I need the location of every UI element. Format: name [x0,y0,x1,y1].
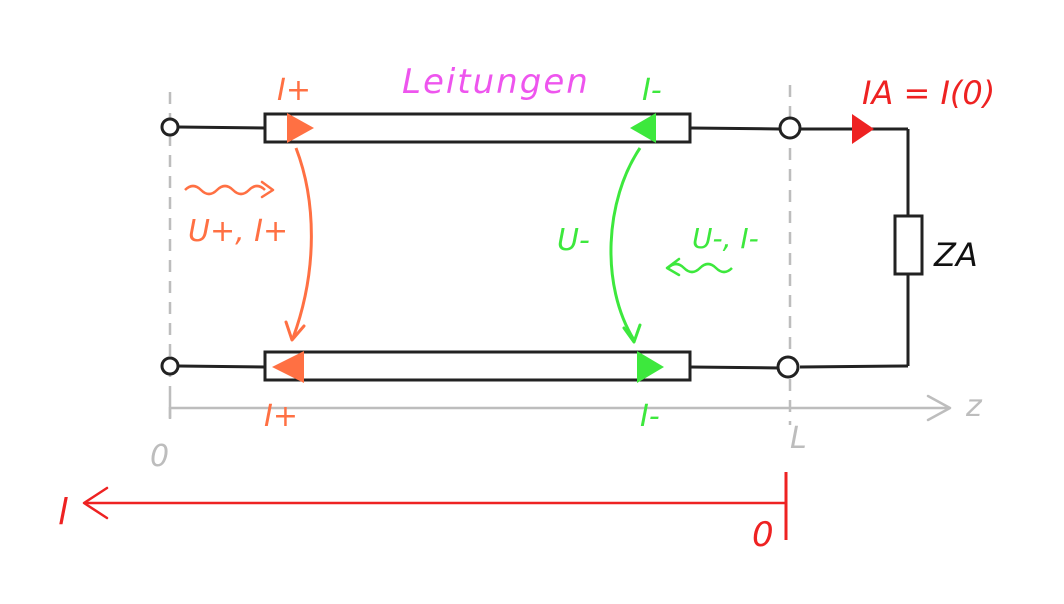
z-axis-L-label: L [790,421,807,456]
z-axis-zero-label: 0 [150,439,169,474]
i-plus-bottom-arrow [272,351,304,383]
i-load-label: IA = I(0) [862,74,995,112]
i-plus-bottom-label: I+ [264,399,298,434]
backward-wave-squiggle-head [665,257,681,277]
transmission-line-top [263,112,692,144]
title-label: Leitungen [402,62,590,102]
i-minus-top-arrow [630,113,656,143]
load-impedance-resistor [893,214,924,276]
z-axis-arrowhead [926,394,952,422]
i-load-arrow [852,114,874,144]
l-axis-arrowhead [82,486,109,520]
backward-wave-squiggle [667,262,733,274]
forward-wave-curve [291,147,313,339]
backward-wave-label: U-, I- [692,222,759,255]
z-axis-name-label: z [965,389,983,424]
i-plus-top-arrow [287,113,314,143]
terminal-left-bottom [160,356,180,376]
i-minus-bottom-label: I- [640,399,660,434]
l-axis-zero-label: 0 [752,515,774,555]
forward-wave-curve-head [284,320,306,342]
voltage-minus-label: U- [557,223,590,258]
reflected-wave-curve [609,147,642,341]
forward-wave-squiggle [184,184,266,196]
terminal-right-top [778,116,802,140]
l-axis-name-label: l [58,492,68,533]
impedance-label: ZA [933,236,978,274]
transmission-line-bottom [263,350,692,382]
terminal-left-top [160,117,180,137]
i-minus-top-label: I- [642,73,662,108]
forward-wave-squiggle-head [260,180,275,199]
i-plus-top-label: I+ [277,73,311,108]
forward-wave-label: U+, I+ [188,214,288,249]
i-minus-bottom-arrow [637,351,664,383]
terminals [160,116,802,379]
terminal-right-bottom [776,355,800,379]
reflected-wave-curve-head [622,323,642,344]
